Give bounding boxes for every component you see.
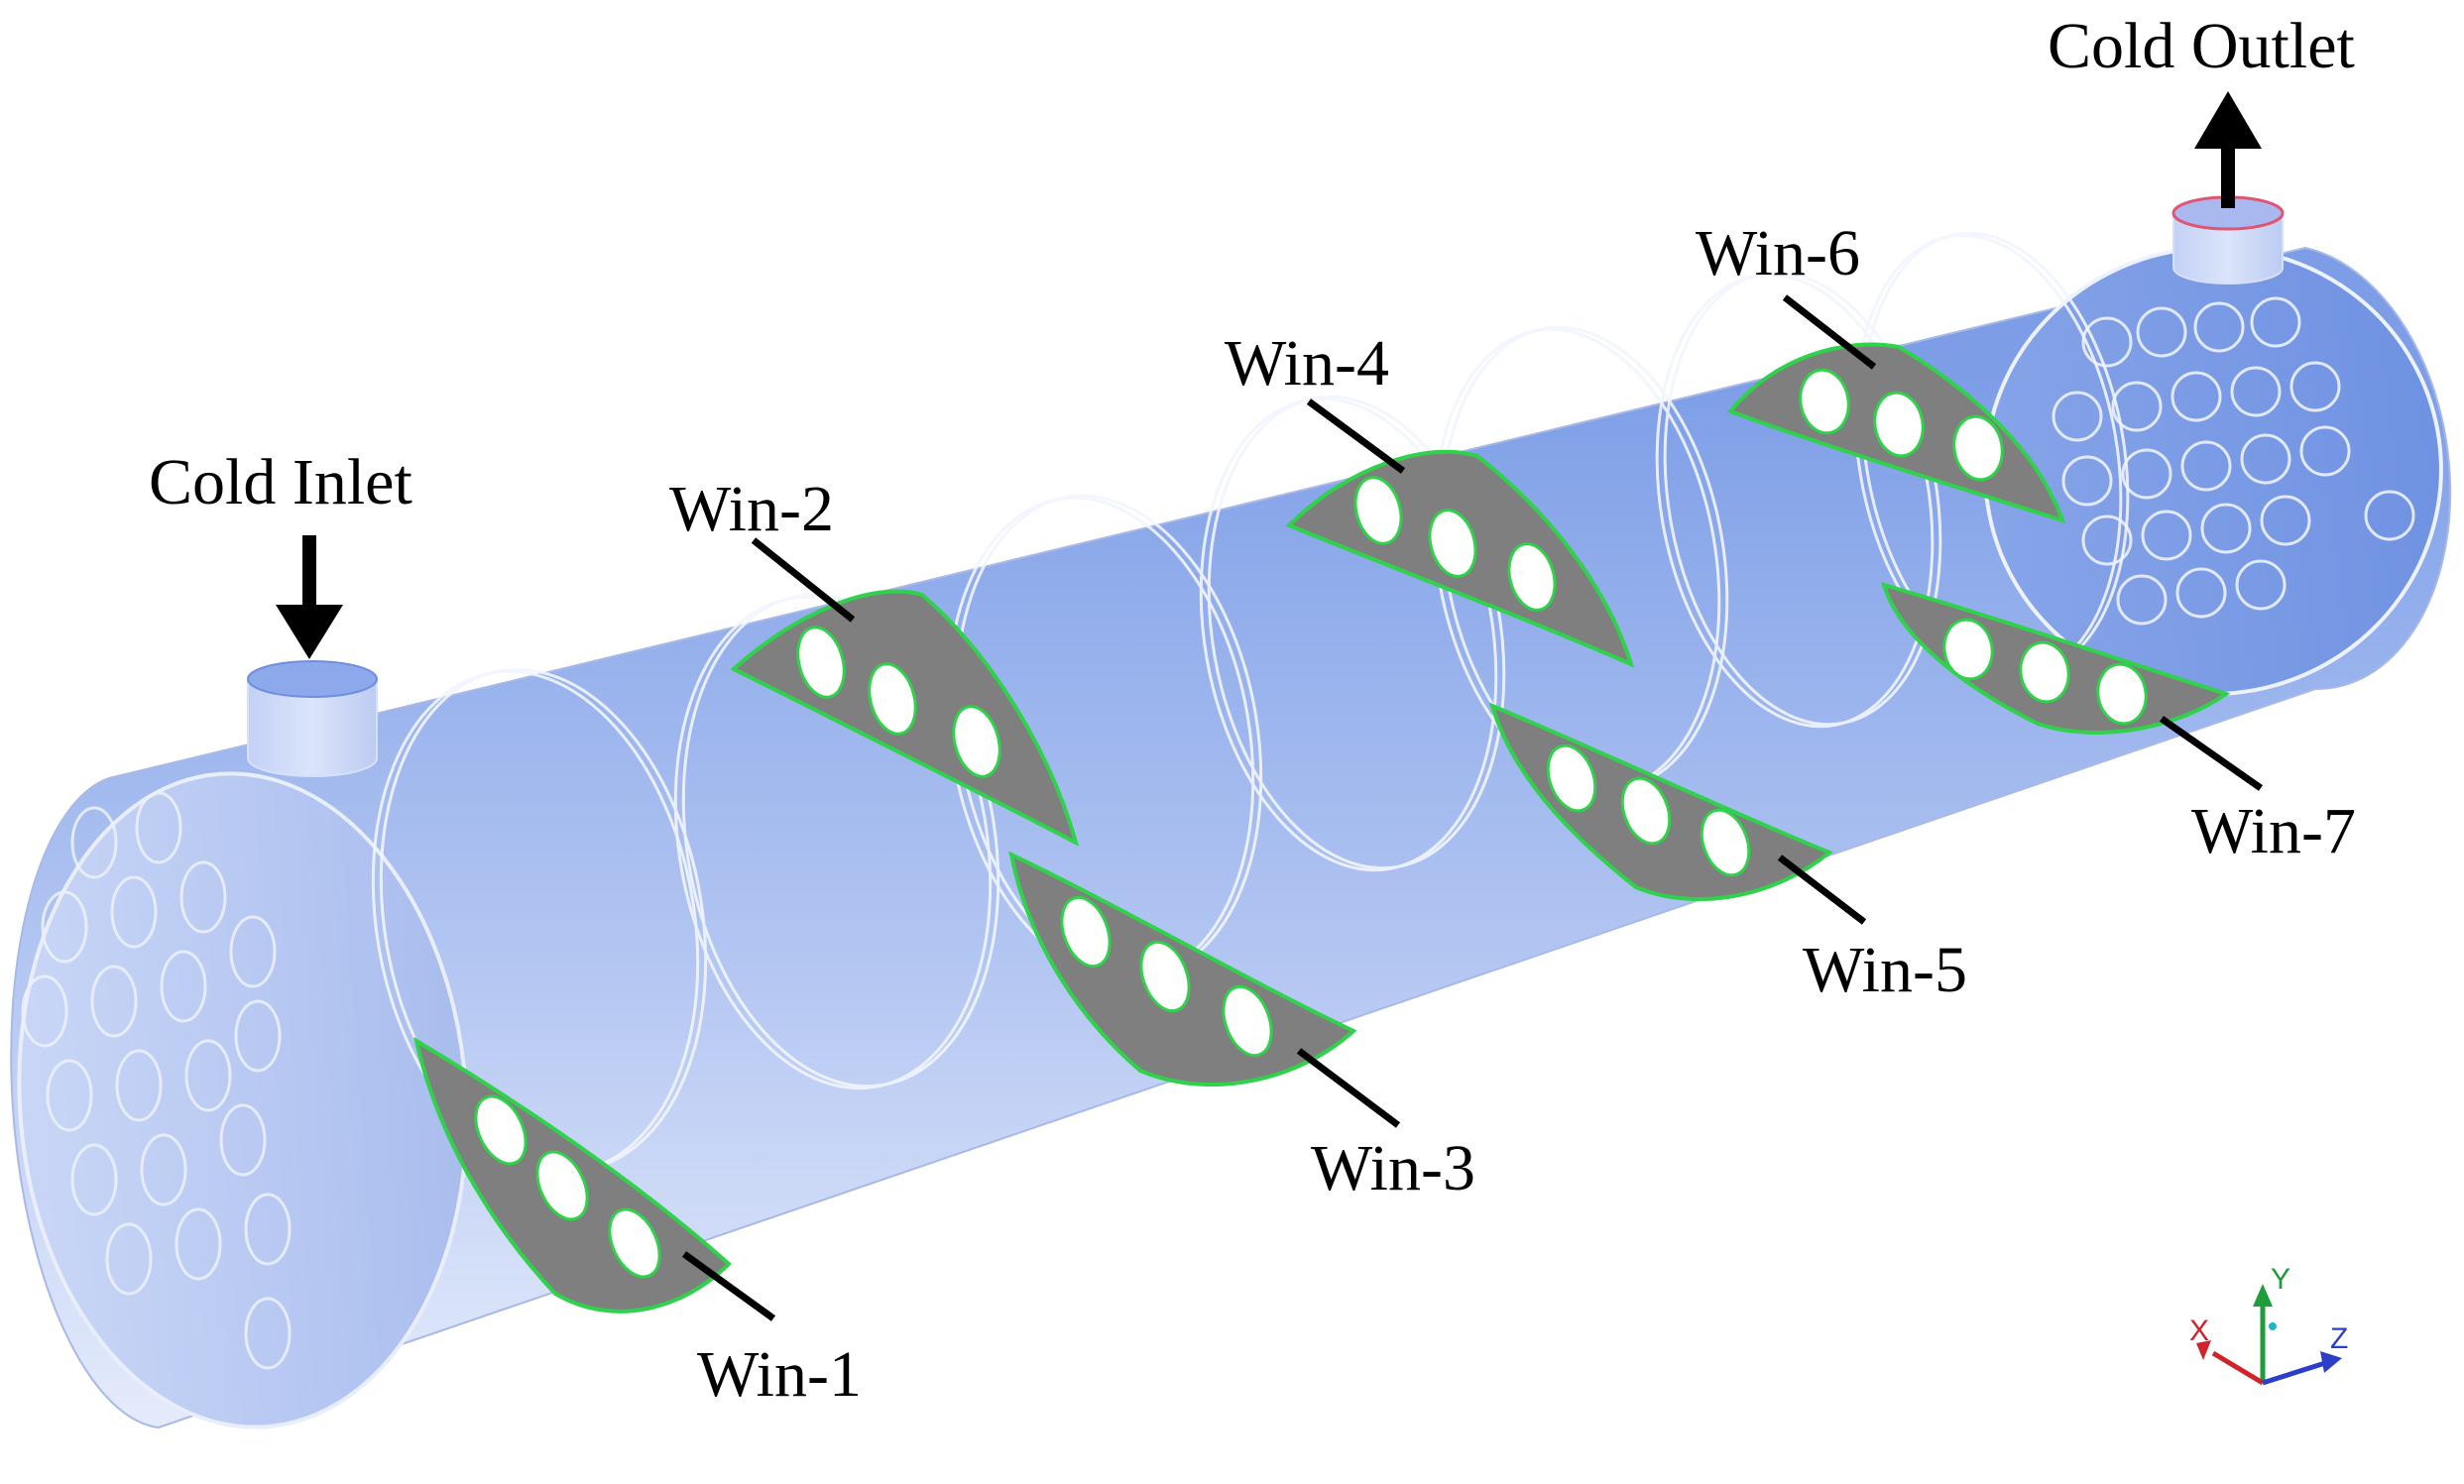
cold-outlet-label: Cold Outlet — [2048, 10, 2355, 82]
baffle-win-2 — [730, 589, 1080, 847]
baffle-win-3 — [1008, 851, 1357, 1087]
baffle-segments — [413, 342, 2231, 1313]
cold-inlet-nozzle — [247, 660, 378, 777]
leader-win-7 — [2159, 716, 2264, 791]
outlet-arrow-icon — [2194, 91, 2262, 208]
leader-win-2 — [751, 537, 856, 623]
win-5-label: Win-5 — [1803, 934, 1967, 1006]
axis-z-label: Z — [2330, 1322, 2348, 1355]
shell-body — [10, 246, 2452, 1429]
labels: Cold Inlet Cold Outlet Win-1 Win-2 Win-3… — [149, 10, 2356, 1411]
shell — [10, 245, 2452, 1429]
cold-outlet-nozzle — [2171, 195, 2285, 285]
axis-triad-icon: Y X Z — [2189, 1263, 2348, 1386]
win-2-label: Win-2 — [669, 473, 834, 545]
cold-inlet-label: Cold Inlet — [149, 446, 412, 518]
win-7-label: Win-7 — [2191, 795, 2356, 867]
axis-x-label: X — [2189, 1314, 2209, 1347]
baffle-win-4 — [1285, 449, 1635, 668]
leader-win-4 — [1306, 399, 1406, 474]
leader-win-1 — [681, 1251, 776, 1321]
inlet-arrow-icon — [276, 535, 343, 659]
right-tube-holes — [2052, 296, 2415, 626]
baffle-win-1 — [413, 1036, 732, 1313]
leader-win-5 — [1777, 855, 1867, 925]
baffle-win-5 — [1488, 702, 1833, 902]
left-tube-holes — [21, 791, 292, 1370]
baffle-win-7 — [1881, 582, 2231, 735]
win-6-label: Win-6 — [1696, 217, 1860, 289]
baffle-win-6 — [1726, 342, 2066, 524]
leader-win-6 — [1782, 294, 1877, 370]
win-3-label: Win-3 — [1311, 1132, 1475, 1204]
win-1-label: Win-1 — [697, 1338, 862, 1411]
leader-lines — [681, 294, 2264, 1321]
win-4-label: Win-4 — [1225, 327, 1389, 400]
axis-y-label: Y — [2271, 1263, 2290, 1296]
leader-win-3 — [1296, 1048, 1401, 1128]
